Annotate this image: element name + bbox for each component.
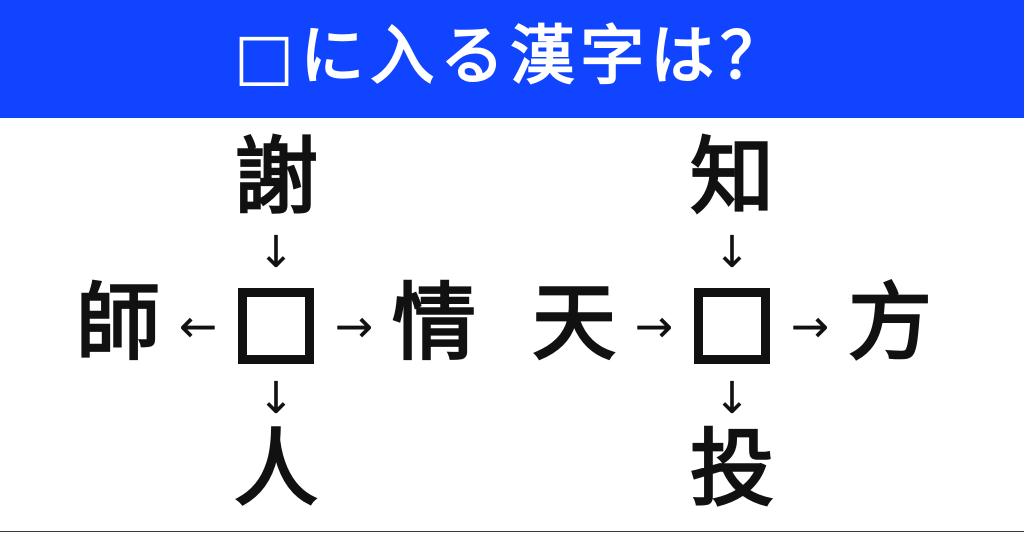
arrow-left-icon: ←: [178, 298, 218, 353]
left-puzzle-bottom-kanji: 人: [233, 419, 318, 518]
right-puzzle-left-kanji: 天: [531, 273, 616, 372]
puzzle-area: 謝 ↓ 師 ← → 情 ↓ 人 知 ↓ 天 → → 方 ↓ 投: [0, 118, 1024, 531]
arrow-down-icon: ↓: [713, 372, 751, 424]
right-puzzle-right-kanji: 方: [847, 273, 932, 372]
arrow-down-icon: ↓: [257, 226, 295, 278]
arrow-right-icon: →: [334, 298, 374, 353]
right-puzzle-top-kanji: 知: [689, 127, 774, 226]
arrow-down-icon: ↓: [257, 372, 295, 424]
right-puzzle: 知 ↓ 天 → → 方 ↓ 投: [520, 130, 960, 520]
page-title: □に入る漢字は？: [233, 20, 791, 94]
right-puzzle-bottom-kanji: 投: [689, 419, 774, 518]
arrow-right-icon: →: [634, 298, 674, 353]
arrow-down-icon: ↓: [713, 226, 751, 278]
arrow-right-icon: →: [790, 298, 830, 353]
footer-divider: [0, 531, 1024, 532]
left-puzzle-left-kanji: 師: [75, 273, 160, 372]
left-puzzle: 謝 ↓ 師 ← → 情 ↓ 人: [64, 130, 504, 520]
left-puzzle-answer-box[interactable]: [238, 287, 314, 364]
left-puzzle-top-kanji: 謝: [233, 127, 318, 226]
right-puzzle-answer-box[interactable]: [694, 287, 770, 364]
left-puzzle-right-kanji: 情: [391, 273, 476, 372]
header-banner: □に入る漢字は？: [0, 0, 1024, 118]
